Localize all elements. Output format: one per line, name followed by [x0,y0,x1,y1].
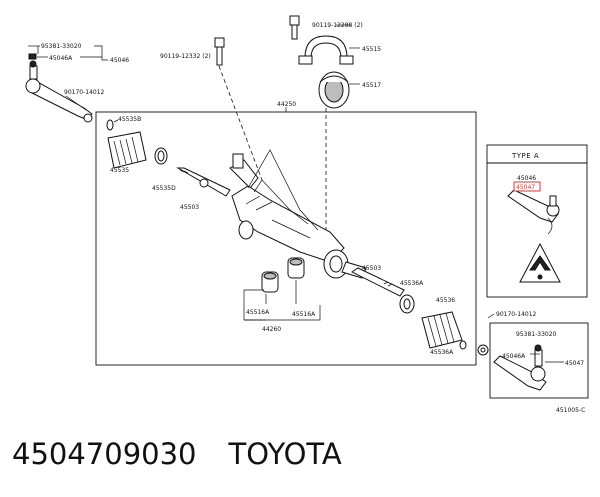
bolt-90119-12332 [214,37,225,66]
drawing-number: 451005-C [556,407,585,414]
rod-45503-right [351,267,405,297]
label-44250: 44250 [277,101,296,108]
label-45536a-top: 45536A [400,280,424,287]
type-a-box [486,144,588,298]
label-45046-left: 45046 [110,57,129,64]
label-45046a-right: 45046A [502,353,526,360]
label-45515: 45515 [362,46,381,53]
type-a-tie-rod [507,189,560,223]
type-a-title: TYPE A [511,152,539,160]
label-45535b: 45535B [118,116,141,123]
type-a-label-45047: 45047 [516,184,535,191]
label-45046a-left: 45046A [49,55,73,62]
boot-45536 [421,311,463,349]
label-44260: 44260 [262,326,281,333]
bushing-45516a-left [261,271,279,293]
label-45535d: 45535D [152,185,176,192]
label-45516a-right: 45516A [292,311,316,318]
part-caption: 4504709030 TOYOTA [12,434,342,474]
tie-rod-end-left [25,60,93,123]
rod-45503-left [176,167,231,197]
label-95381-33020-right: 95381-33020 [516,331,557,338]
right-tie-rod-box [489,322,589,399]
label-90170-14012-left: 90170-14012 [64,89,105,96]
bracket-45515 [298,35,354,65]
clamp-45536a-bottom [459,340,467,350]
gear-housing-44250 [229,149,367,279]
boot-45535 [107,131,147,169]
tie-rod-end-right [493,344,547,391]
bushing-45516a-right [287,257,305,279]
brand-name: TOYOTA [228,437,342,471]
part-number: 4504709030 [12,437,197,471]
label-45535: 45535 [110,167,129,174]
type-a-label-45046: 45046 [517,175,536,182]
label-95381-33020-left: 95381-33020 [41,43,82,50]
steering-rack-parts-diagram: 95381-33020 45046A 45046 90170-14012 901… [25,15,589,414]
label-90119-12332: 90119-12332 (2) [160,53,211,60]
clamp-45536a-top [399,294,415,314]
bolt-90119-12288 [289,15,300,40]
label-45516a-left: 45516A [246,309,270,316]
label-45503-left: 45503 [180,204,199,211]
label-45536: 45536 [436,297,455,304]
type-a-highlight [513,181,541,192]
grommet-45517 [318,71,350,109]
clamp-45535d [154,147,168,165]
label-45536a-bottom: 45536A [430,349,454,356]
label-90170-14012-right: 90170-14012 [496,311,537,318]
label-45503-right: 45503 [362,265,381,272]
clamp-45535b [106,119,119,131]
warning-triangle-icon [519,242,561,283]
nut-90170-14012-right [477,344,489,356]
label-90119-12288: 90119-12288 (2) [312,22,363,29]
label-45517: 45517 [362,82,381,89]
label-45047: 45047 [565,360,584,367]
